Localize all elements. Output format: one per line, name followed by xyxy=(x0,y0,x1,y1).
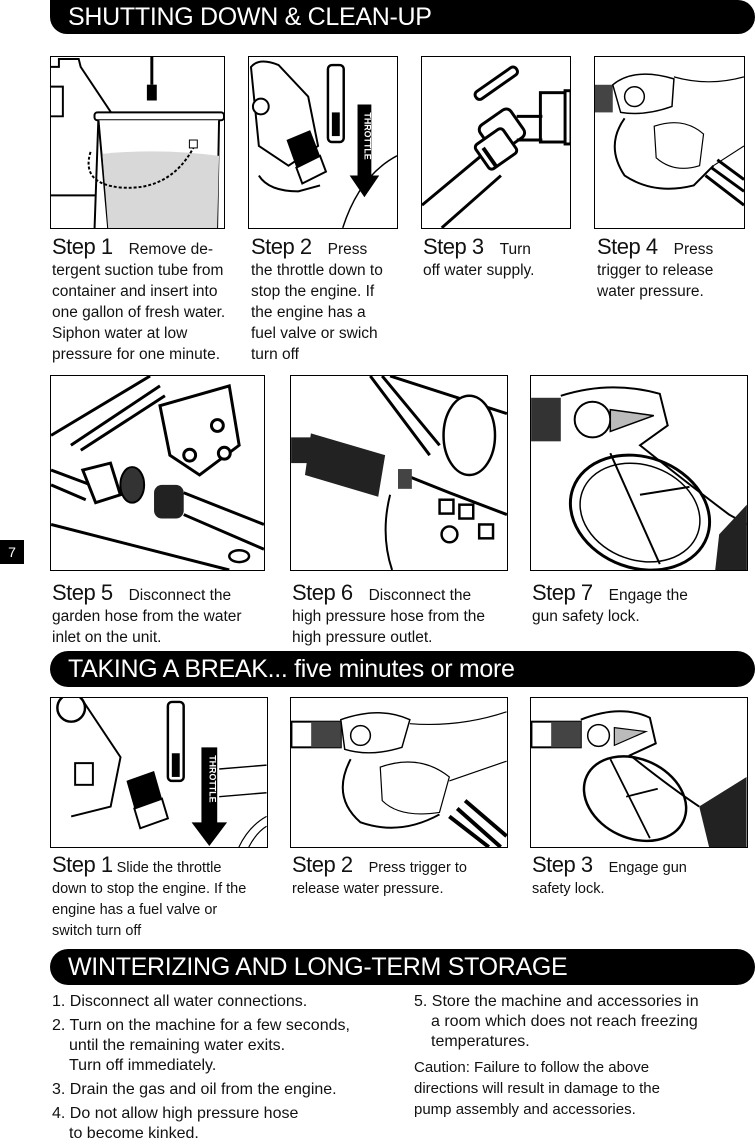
list-item: 4. Do not allow high pressure hose to be… xyxy=(52,1105,299,1142)
list-item: 1. Disconnect all water connections. xyxy=(52,993,308,1010)
illustration-high-pressure-outlet xyxy=(290,375,508,571)
illustration-throttle-lever: THROTTLE xyxy=(50,697,268,848)
step-number: Step 3 xyxy=(423,234,484,259)
step-number: Step 5 xyxy=(52,580,113,605)
step-number: Step 4 xyxy=(597,234,658,259)
illustration-hand-pressing-trigger xyxy=(290,697,508,848)
illustration-spray-gun-safety-lock xyxy=(530,697,748,848)
hose-inlet-icon xyxy=(51,376,264,570)
illustration-throttle-lever: THROTTLE xyxy=(248,56,398,229)
step-number: Step 2 xyxy=(292,852,353,877)
step-number: Step 1 xyxy=(52,234,113,259)
hand-trigger-icon xyxy=(291,711,507,847)
page-number: 7 xyxy=(0,540,24,564)
step-number: Step 2 xyxy=(251,234,312,259)
illustration-spray-gun-safety-lock xyxy=(530,375,748,571)
illustration-garden-hose-inlet xyxy=(50,375,265,571)
step-number: Step 1 xyxy=(52,852,113,877)
illustration-bucket-and-suction-tube xyxy=(50,56,225,229)
pressure-outlet-icon xyxy=(291,376,507,570)
list-item: 3. Drain the gas and oil from the engine… xyxy=(52,1081,337,1098)
illustration-water-faucet xyxy=(421,56,571,229)
section-title-winterizing: WINTERIZING AND LONG-TERM STORAGE xyxy=(50,949,755,985)
faucet-icon xyxy=(422,65,570,228)
caution-note: Caution: Failure to follow the above dir… xyxy=(414,1059,660,1118)
throttle-label: THROTTLE xyxy=(362,112,372,159)
section-title-shutdown: SHUTTING DOWN & CLEAN-UP xyxy=(50,0,755,34)
winterizing-list-left: 1. Disconnect all water connections. 2. … xyxy=(52,992,392,1148)
hand-trigger-icon xyxy=(595,73,744,207)
step-number: Step 6 xyxy=(292,580,353,605)
bucket-icon xyxy=(51,57,224,228)
throttle-icon: THROTTLE xyxy=(249,60,397,228)
step-number: Step 3 xyxy=(532,852,593,877)
illustration-hand-pressing-trigger xyxy=(594,56,745,229)
throttle-label: THROTTLE xyxy=(207,755,217,802)
spray-gun-icon xyxy=(531,710,747,847)
throttle-icon: THROTTLE xyxy=(56,698,267,847)
step-number: Step 7 xyxy=(532,580,593,605)
winterizing-list-right: 5. Store the machine and accessories in … xyxy=(414,992,754,1056)
list-item: 2. Turn on the machine for a few seconds… xyxy=(52,1017,350,1074)
list-item: 5. Store the machine and accessories in … xyxy=(414,993,699,1050)
spray-gun-icon xyxy=(531,386,747,570)
section-title-break: TAKING A BREAK... five minutes or more xyxy=(50,651,755,687)
